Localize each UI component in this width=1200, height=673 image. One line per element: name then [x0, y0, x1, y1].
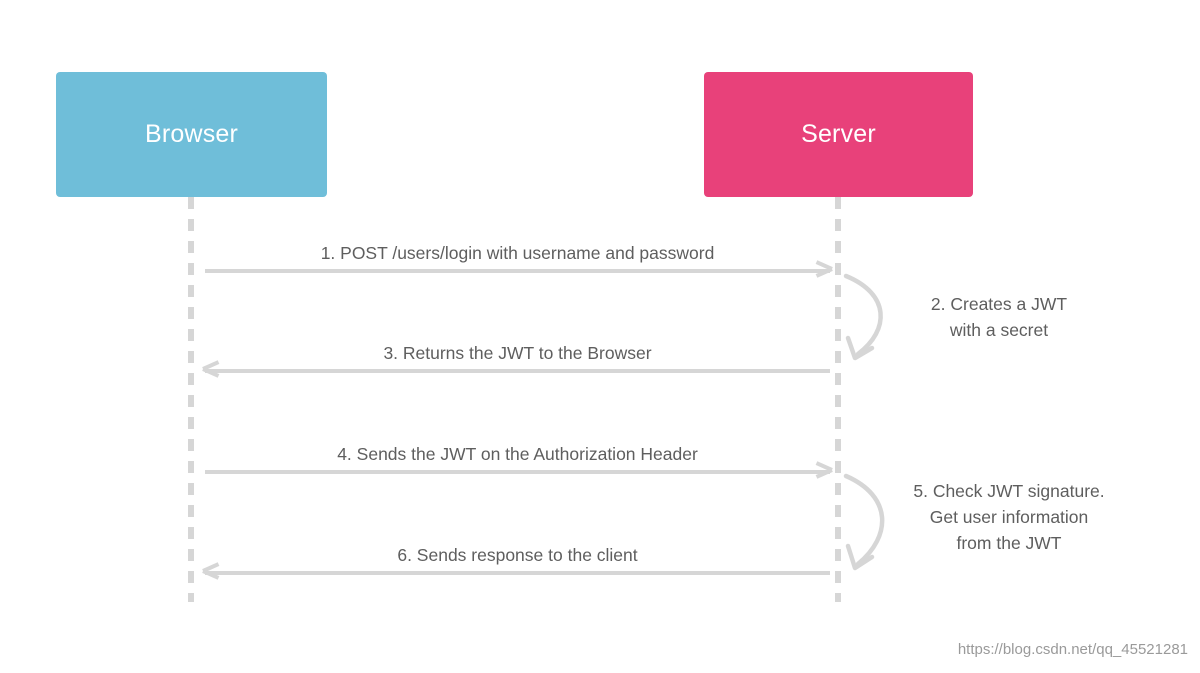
message-5-label-line-3: from the JWT	[956, 533, 1062, 553]
message-4: 4. Sends the JWT on the Authorization He…	[205, 433, 833, 479]
message-1-label: 1. POST /users/login with username and p…	[320, 242, 715, 263]
actor-label-server: Server	[801, 120, 876, 148]
watermark-text: https://blog.csdn.net/qq_45521281	[957, 641, 1188, 658]
self-loop-arrow-icon	[843, 273, 883, 361]
actor-label-browser: Browser	[144, 120, 239, 148]
message-5-self: 5. Check JWT signature. Get user informa…	[838, 468, 1118, 588]
message-5-label-line-2: Get user information	[929, 507, 1089, 527]
message-2-self: 2. Creates a JWT with a secret	[838, 268, 1098, 368]
actor-box-server: Server	[704, 72, 973, 197]
message-6: 6. Sends response to the client	[202, 534, 830, 580]
lifeline-browser	[188, 197, 194, 602]
message-5-label-group: 5. Check JWT signature. Get user informa…	[900, 478, 1118, 556]
message-3-line	[205, 369, 830, 373]
actor-box-browser: Browser	[56, 72, 327, 197]
message-2-label-line-2: with a secret	[949, 320, 1049, 340]
message-2-label-line-1: 2. Creates a JWT	[930, 294, 1068, 314]
lifeline-server	[835, 197, 841, 602]
message-1-line	[205, 269, 830, 273]
message-3-label: 3. Returns the JWT to the Browser	[383, 342, 652, 363]
message-5-label-line-1: 5. Check JWT signature.	[913, 481, 1105, 501]
message-1: 1. POST /users/login with username and p…	[205, 232, 833, 278]
message-6-line	[205, 571, 830, 575]
message-2-label-group: 2. Creates a JWT with a secret	[900, 291, 1098, 343]
message-4-label: 4. Sends the JWT on the Authorization He…	[337, 443, 698, 464]
message-4-line	[205, 470, 830, 474]
message-3: 3. Returns the JWT to the Browser	[202, 332, 830, 378]
self-loop-arrow-icon	[843, 473, 885, 571]
message-6-label: 6. Sends response to the client	[397, 544, 638, 565]
